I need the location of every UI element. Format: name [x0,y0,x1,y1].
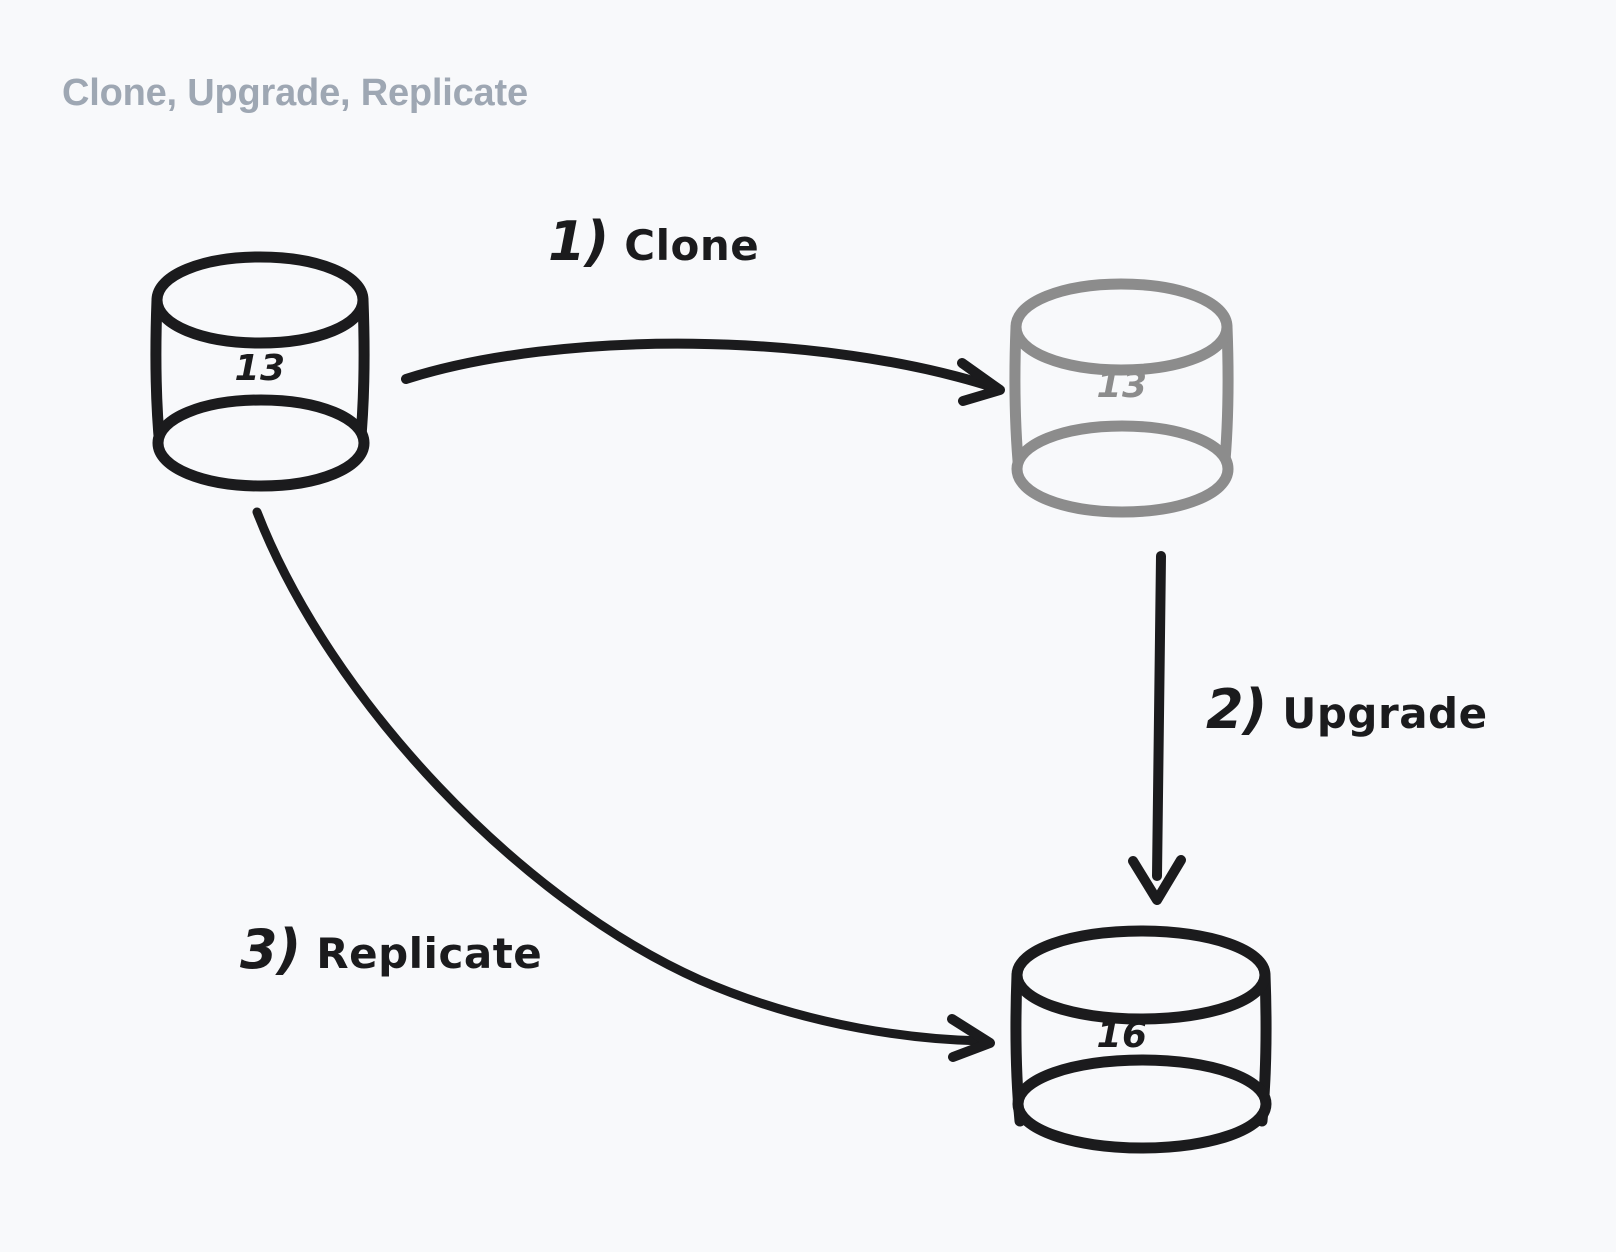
step-text: Replicate [316,929,543,978]
cylinder-bottom-ellipse [152,394,370,492]
edge-replicate-label: 3) Replicate [240,918,542,981]
step-text: Clone [624,221,760,270]
cylinder-left-wall [1009,321,1025,478]
cylinder-bottom-ellipse [1012,1054,1272,1154]
edge-upgrade-arrow [1128,551,1186,905]
arrowhead-icon [947,1014,995,1062]
edge-clone-arrow [401,338,1005,406]
cylinder-top-ellipse [151,251,369,349]
arrowhead-icon [957,358,1005,406]
step-number: 3) [240,918,301,981]
edge-upgrade-path [1152,551,1166,881]
step-number: 2) [1206,678,1267,741]
cloned-database[interactable] [1009,278,1234,518]
edge-replicate-path [252,507,989,1046]
page-title: Clone, Upgrade, Replicate [62,72,528,114]
edge-upgrade-label: 2) Upgrade [1206,678,1488,741]
edge-replicate-arrow [252,507,995,1062]
cylinder-top-ellipse [1011,925,1271,1025]
step-number: 1) [548,210,609,273]
arrowhead-icon [1128,855,1186,905]
cylinder-bottom-ellipse [1011,420,1234,518]
step-text: Upgrade [1282,689,1488,738]
edge-clone-label: 1) Clone [548,210,759,273]
primary-database[interactable] [150,251,370,492]
cylinder-top-ellipse [1010,278,1233,376]
upgraded-database[interactable] [1010,925,1272,1154]
edge-clone-path [401,338,1001,393]
